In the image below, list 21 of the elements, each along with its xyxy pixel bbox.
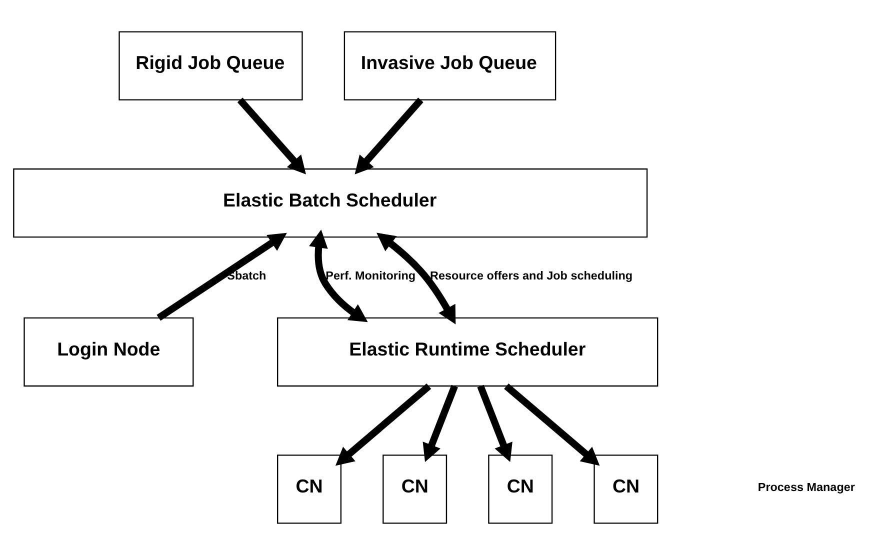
node-box: CN bbox=[488, 454, 552, 524]
arrow bbox=[236, 98, 306, 174]
node-box: Invasive Job Queue bbox=[343, 31, 556, 100]
node-box: CN bbox=[593, 454, 658, 524]
arrow bbox=[504, 383, 600, 466]
arrow bbox=[156, 232, 286, 321]
arrow bbox=[376, 232, 456, 324]
edge-label: Perf. Monitoring bbox=[325, 269, 416, 282]
arrow bbox=[422, 384, 458, 462]
node-box: Login Node bbox=[23, 317, 194, 387]
label: Process Manager bbox=[757, 480, 854, 494]
node-box: CN bbox=[276, 454, 342, 524]
node-box: CN bbox=[382, 454, 447, 524]
arrow bbox=[354, 98, 423, 174]
arrow bbox=[308, 230, 368, 322]
node-box: Elastic Batch Scheduler bbox=[12, 168, 648, 238]
arrow bbox=[476, 384, 512, 462]
node-box: Elastic Runtime Scheduler bbox=[276, 317, 658, 387]
node-box: Rigid Job Queue bbox=[118, 31, 302, 100]
arrow bbox=[334, 383, 431, 466]
edge-label: Resource offers and Job scheduling bbox=[430, 269, 632, 282]
